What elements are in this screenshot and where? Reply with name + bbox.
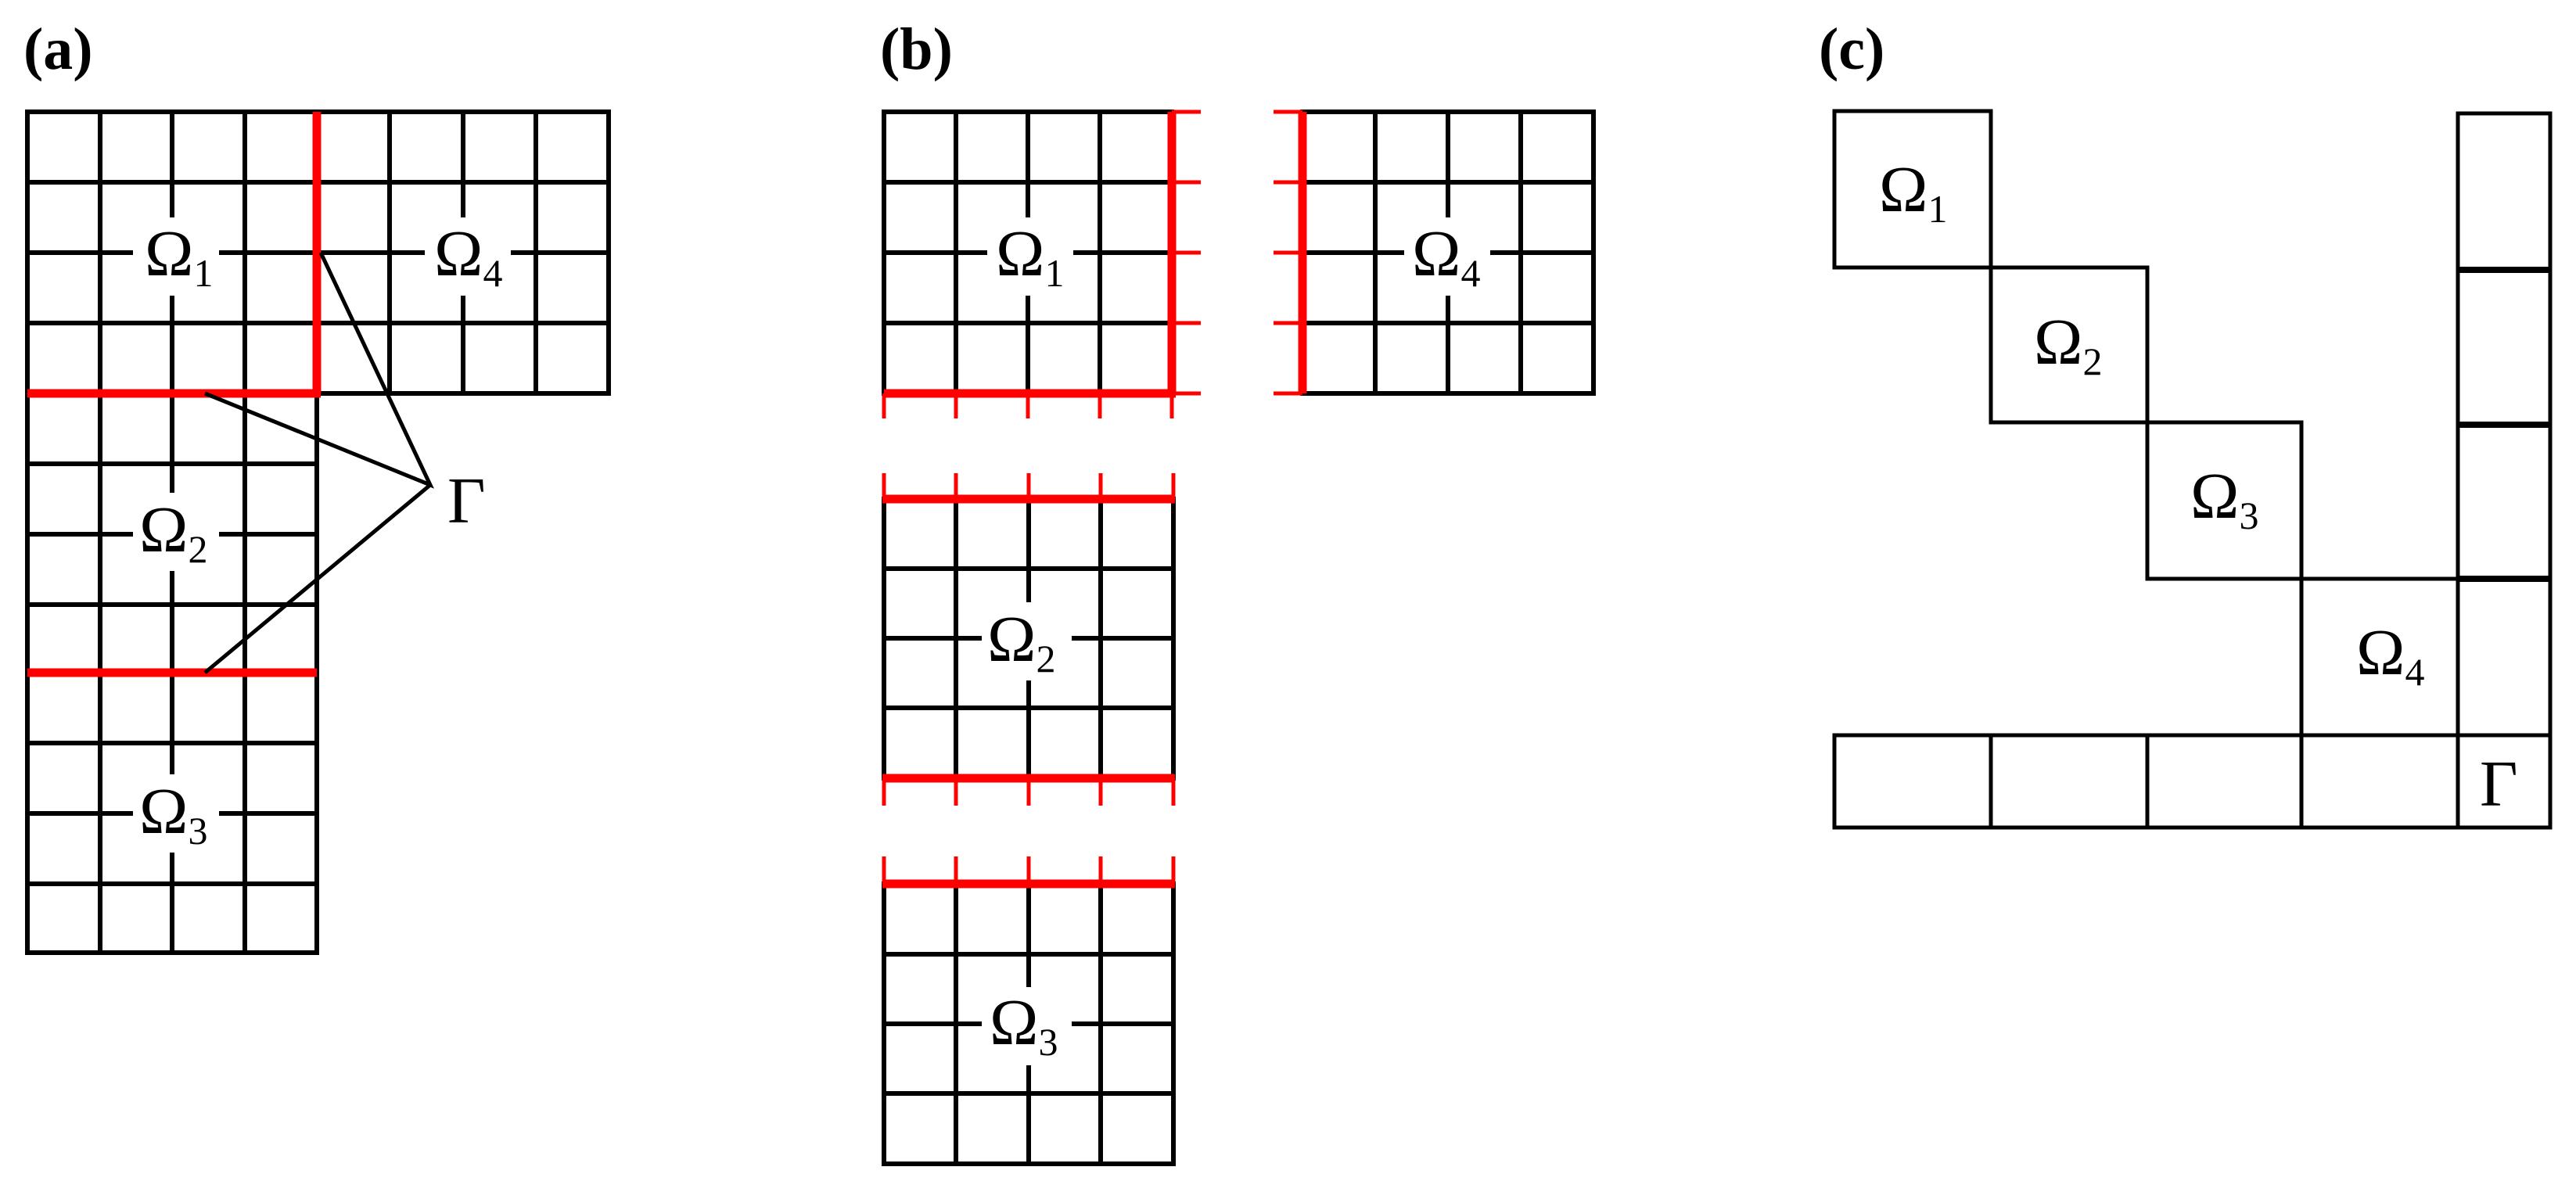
block-omega1 bbox=[1832, 109, 1993, 270]
block-omega3 bbox=[2145, 420, 2304, 581]
omega1-label-c: Ω1 bbox=[1879, 153, 1947, 231]
coupling-row-4 bbox=[2299, 733, 2460, 830]
block-omega2 bbox=[1989, 265, 2150, 425]
omega4-label-a: Ω4 bbox=[434, 217, 502, 295]
panel-c-label: (c) bbox=[1819, 16, 1884, 82]
label-bg bbox=[1404, 217, 1490, 296]
omega4-left-ticks bbox=[1274, 110, 1302, 396]
block-gamma bbox=[2456, 733, 2553, 830]
coupling-row-3 bbox=[2145, 733, 2304, 830]
coupling-col-3 bbox=[2456, 422, 2553, 581]
coupling-col-2 bbox=[2456, 267, 2553, 427]
omega1-right-ticks bbox=[1172, 110, 1201, 396]
coupling-col-1 bbox=[2456, 111, 2553, 272]
panel-b-label: (b) bbox=[880, 16, 953, 82]
label-bg bbox=[425, 217, 511, 296]
gamma-label-a: Γ bbox=[447, 465, 486, 537]
panel-a: (a) bbox=[23, 16, 611, 955]
omega4-label-b: Ω4 bbox=[1412, 217, 1480, 295]
label-bg bbox=[133, 774, 219, 853]
label-bg bbox=[133, 493, 219, 571]
omega1-label-a: Ω1 bbox=[145, 217, 213, 295]
label-bg bbox=[982, 987, 1072, 1065]
coupling-row-1 bbox=[1832, 733, 1993, 830]
panel-a-label: (a) bbox=[23, 16, 93, 82]
coupling-row-2 bbox=[1989, 733, 2150, 830]
omega2-label-a: Ω2 bbox=[139, 494, 207, 571]
omega2-ticks bbox=[882, 473, 1176, 806]
coupling-col-4 bbox=[2456, 576, 2553, 738]
block-matrix bbox=[1832, 109, 2553, 830]
panel-c: (c) Ω1 Ω2 Ω3 Ω4 Γ bbox=[1819, 16, 2553, 830]
coupling-col-separators bbox=[2458, 267, 2550, 582]
omega3-ticks bbox=[882, 856, 1176, 884]
omega3-label-a: Ω3 bbox=[139, 775, 207, 853]
label-bg bbox=[987, 217, 1073, 296]
label-bg bbox=[982, 602, 1072, 680]
gamma-label-c: Γ bbox=[2480, 748, 2518, 820]
omega3-label-b: Ω3 bbox=[990, 986, 1058, 1064]
label-bg bbox=[133, 217, 219, 296]
omega1-bottom-ticks bbox=[882, 393, 1174, 418]
omega2-label-b: Ω2 bbox=[987, 603, 1055, 680]
omega3-label-c: Ω3 bbox=[2190, 460, 2258, 537]
omega4-label-c: Ω4 bbox=[2356, 616, 2424, 694]
panel-b: (b) bbox=[880, 16, 1596, 1166]
omega1-label-b: Ω1 bbox=[996, 217, 1064, 295]
omega2-label-c: Ω2 bbox=[2034, 306, 2102, 383]
gamma-pointer-lower bbox=[203, 483, 432, 674]
